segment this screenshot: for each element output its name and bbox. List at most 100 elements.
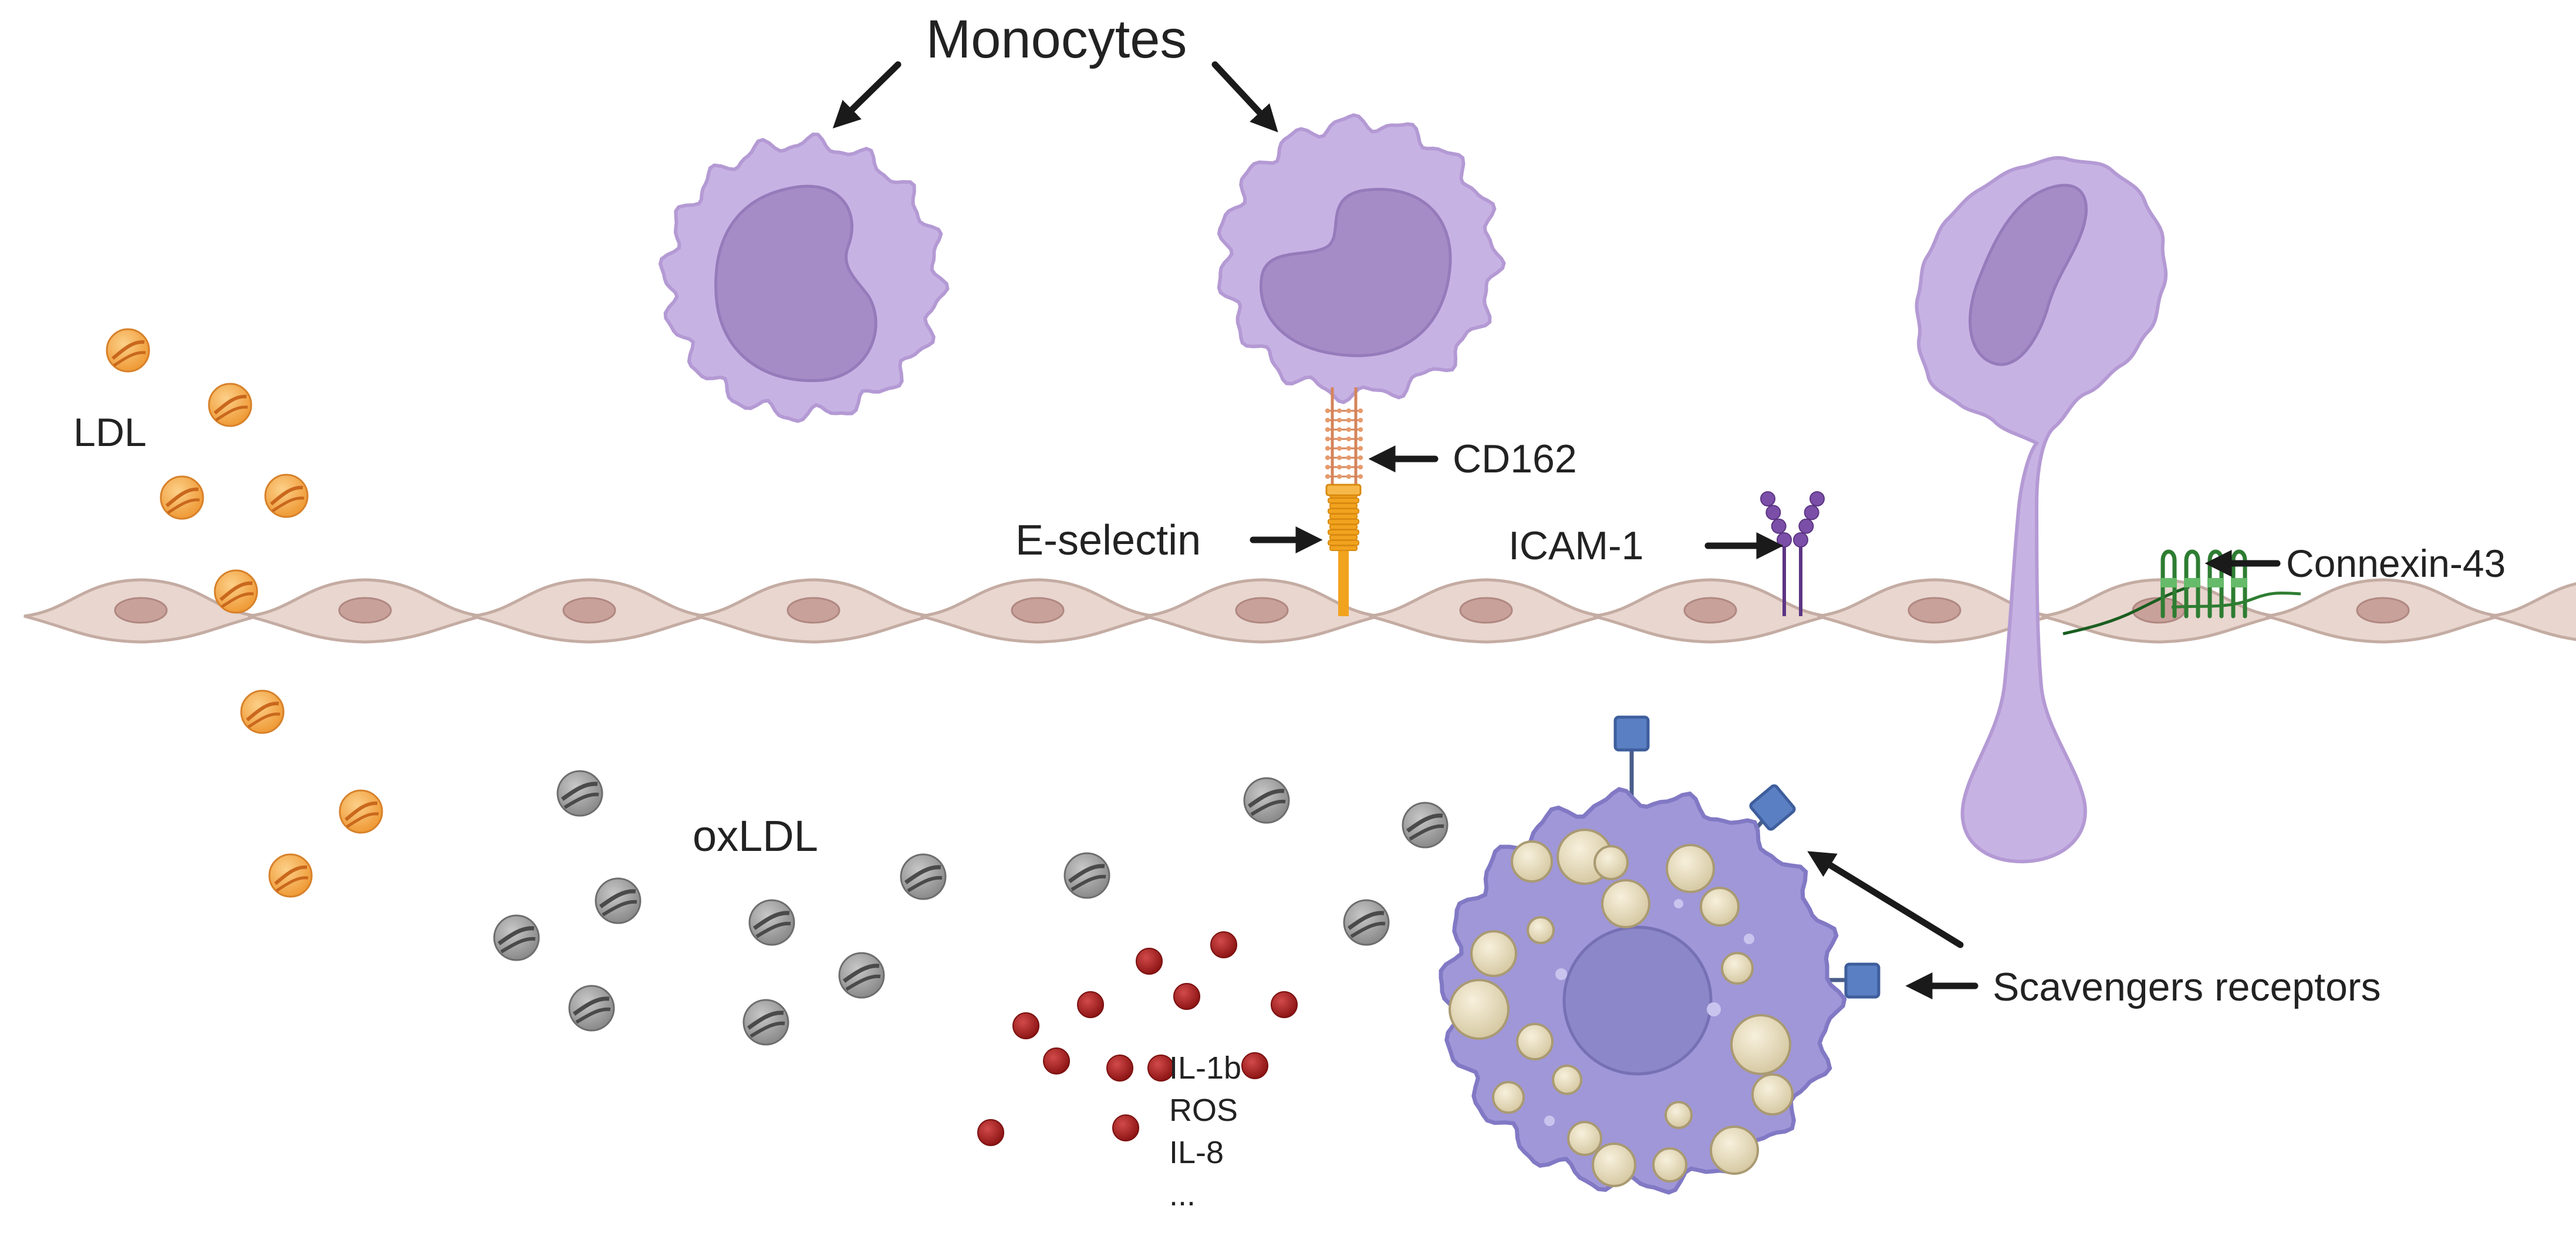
endothelial-cell bbox=[1593, 578, 1828, 644]
endothelial-nucleus bbox=[1683, 597, 1737, 624]
cytokine-particle bbox=[1043, 1048, 1070, 1074]
cytokine-particle bbox=[1112, 1114, 1139, 1141]
endothelial-cell bbox=[472, 578, 707, 644]
cytokine-particle bbox=[1173, 983, 1200, 1010]
monocyte-left bbox=[658, 132, 950, 423]
oxldl-particles bbox=[493, 770, 1449, 1046]
endothelial-nucleus bbox=[1011, 597, 1065, 624]
cytokine-particle bbox=[1106, 1055, 1133, 1082]
lipid-droplets bbox=[1449, 829, 1794, 1187]
lipid-droplet bbox=[1666, 844, 1715, 893]
ldl-particle bbox=[339, 789, 383, 834]
oxldl-particle bbox=[838, 952, 885, 999]
endothelial-nucleus bbox=[786, 597, 840, 624]
endothelial-cell bbox=[2266, 578, 2500, 644]
cytokine-particle bbox=[1210, 931, 1237, 958]
oxldl-particle bbox=[556, 770, 603, 817]
lipid-droplet bbox=[1700, 887, 1740, 927]
oxldl-particle bbox=[1243, 777, 1290, 824]
cytokine-particle bbox=[1136, 948, 1163, 975]
monocyte-left-nucleus bbox=[714, 184, 877, 383]
monocyte-right bbox=[1217, 113, 1506, 404]
arrow-monocytes-right bbox=[1211, 61, 1278, 133]
oxldl-particle bbox=[900, 853, 947, 900]
mediator-item: ... bbox=[1169, 1177, 1196, 1212]
label-icam1: ICAM-1 bbox=[1508, 523, 1643, 568]
endothelial-cell bbox=[920, 578, 1155, 644]
lipid-droplet bbox=[1567, 1121, 1602, 1156]
cd162-ligand bbox=[1325, 387, 1363, 487]
label-monocytes: Monocytes bbox=[926, 9, 1187, 69]
oxldl-particle bbox=[595, 877, 642, 924]
mediator-item: IL-1b bbox=[1169, 1050, 1241, 1086]
endothelial-cell bbox=[696, 578, 931, 644]
vesicle bbox=[1707, 1002, 1721, 1016]
arrow-monocytes-left bbox=[832, 61, 902, 129]
oxldl-particle bbox=[748, 899, 795, 946]
lipid-droplet bbox=[1516, 1023, 1554, 1060]
lipid-droplet bbox=[1730, 1014, 1791, 1075]
label-oxldl: oxLDL bbox=[693, 812, 818, 860]
oxldl-particle bbox=[1402, 802, 1449, 849]
lipid-droplet bbox=[1552, 1065, 1582, 1095]
ldl-particle bbox=[264, 474, 309, 518]
transmigrating-monocyte bbox=[1915, 156, 2168, 864]
ldl-particle bbox=[240, 690, 285, 734]
lipid-droplet bbox=[1592, 1143, 1636, 1187]
lipid-droplet bbox=[1511, 840, 1553, 883]
cytokine-particle bbox=[1147, 1055, 1174, 1082]
cytokine-particles bbox=[977, 931, 1298, 1146]
endothelial-cell bbox=[248, 578, 482, 644]
oxldl-particle bbox=[493, 914, 540, 961]
arrows bbox=[832, 61, 2281, 1000]
ldl-particles bbox=[106, 328, 383, 898]
lipid-droplet bbox=[1492, 1081, 1525, 1114]
cytokine-particle bbox=[1271, 991, 1298, 1018]
label-scavenger-receptors: Scavengers receptors bbox=[1993, 965, 2381, 1009]
lipid-droplet bbox=[1652, 1147, 1687, 1182]
label-cd162: CD162 bbox=[1453, 437, 1577, 481]
lipid-droplet bbox=[1665, 1101, 1693, 1129]
endothelial-nucleus bbox=[2356, 597, 2410, 624]
lipid-droplet bbox=[1527, 916, 1555, 944]
endothelial-nucleus bbox=[562, 597, 616, 624]
vesicle bbox=[1674, 899, 1683, 908]
cytokine-particle bbox=[1241, 1052, 1268, 1079]
lipid-droplet bbox=[1593, 845, 1629, 880]
mediator-list: IL-1b ROS IL-8 ... bbox=[1169, 1050, 1241, 1212]
cytokine-particle bbox=[977, 1119, 1004, 1146]
ldl-particle bbox=[208, 383, 252, 427]
vesicle bbox=[1544, 1116, 1555, 1126]
label-ldl: LDL bbox=[73, 410, 147, 455]
endothelial-nucleus bbox=[1907, 597, 1961, 624]
endothelial-cell bbox=[2490, 582, 2576, 641]
oxldl-particle bbox=[1064, 852, 1110, 899]
endothelial-cell bbox=[1369, 578, 1603, 644]
endothelial-nucleus bbox=[2132, 597, 2186, 624]
endothelial-cell bbox=[1144, 578, 1379, 644]
foam-cell-nucleus bbox=[1562, 925, 1713, 1076]
icam1-receptor bbox=[1760, 491, 1825, 616]
mediator-item: IL-8 bbox=[1169, 1135, 1224, 1170]
label-connexin43: Connexin-43 bbox=[2286, 542, 2506, 585]
oxldl-particle bbox=[742, 999, 789, 1046]
vesicle bbox=[1744, 934, 1754, 944]
ldl-particle bbox=[160, 475, 204, 520]
cytokine-particle bbox=[1077, 991, 1104, 1018]
monocyte-right-nucleus bbox=[1260, 188, 1452, 357]
scavenger-receptor-top bbox=[1613, 715, 1650, 807]
foam-cell bbox=[1439, 715, 1880, 1195]
lipid-droplet bbox=[1751, 1073, 1794, 1116]
lipid-droplet bbox=[1470, 930, 1517, 977]
mediator-item: ROS bbox=[1169, 1093, 1238, 1128]
ldl-particle bbox=[268, 853, 313, 898]
oxldl-particle bbox=[1343, 899, 1390, 946]
vesicle bbox=[1555, 968, 1567, 980]
endothelial-nucleus bbox=[114, 597, 168, 624]
endothelial-nucleus bbox=[1459, 597, 1513, 624]
endothelial-layer bbox=[23, 578, 2576, 644]
lipid-droplet bbox=[1710, 1126, 1759, 1175]
arrow-scavenger-upper bbox=[1807, 851, 1964, 948]
label-e-selectin: E-selectin bbox=[1015, 517, 1201, 564]
